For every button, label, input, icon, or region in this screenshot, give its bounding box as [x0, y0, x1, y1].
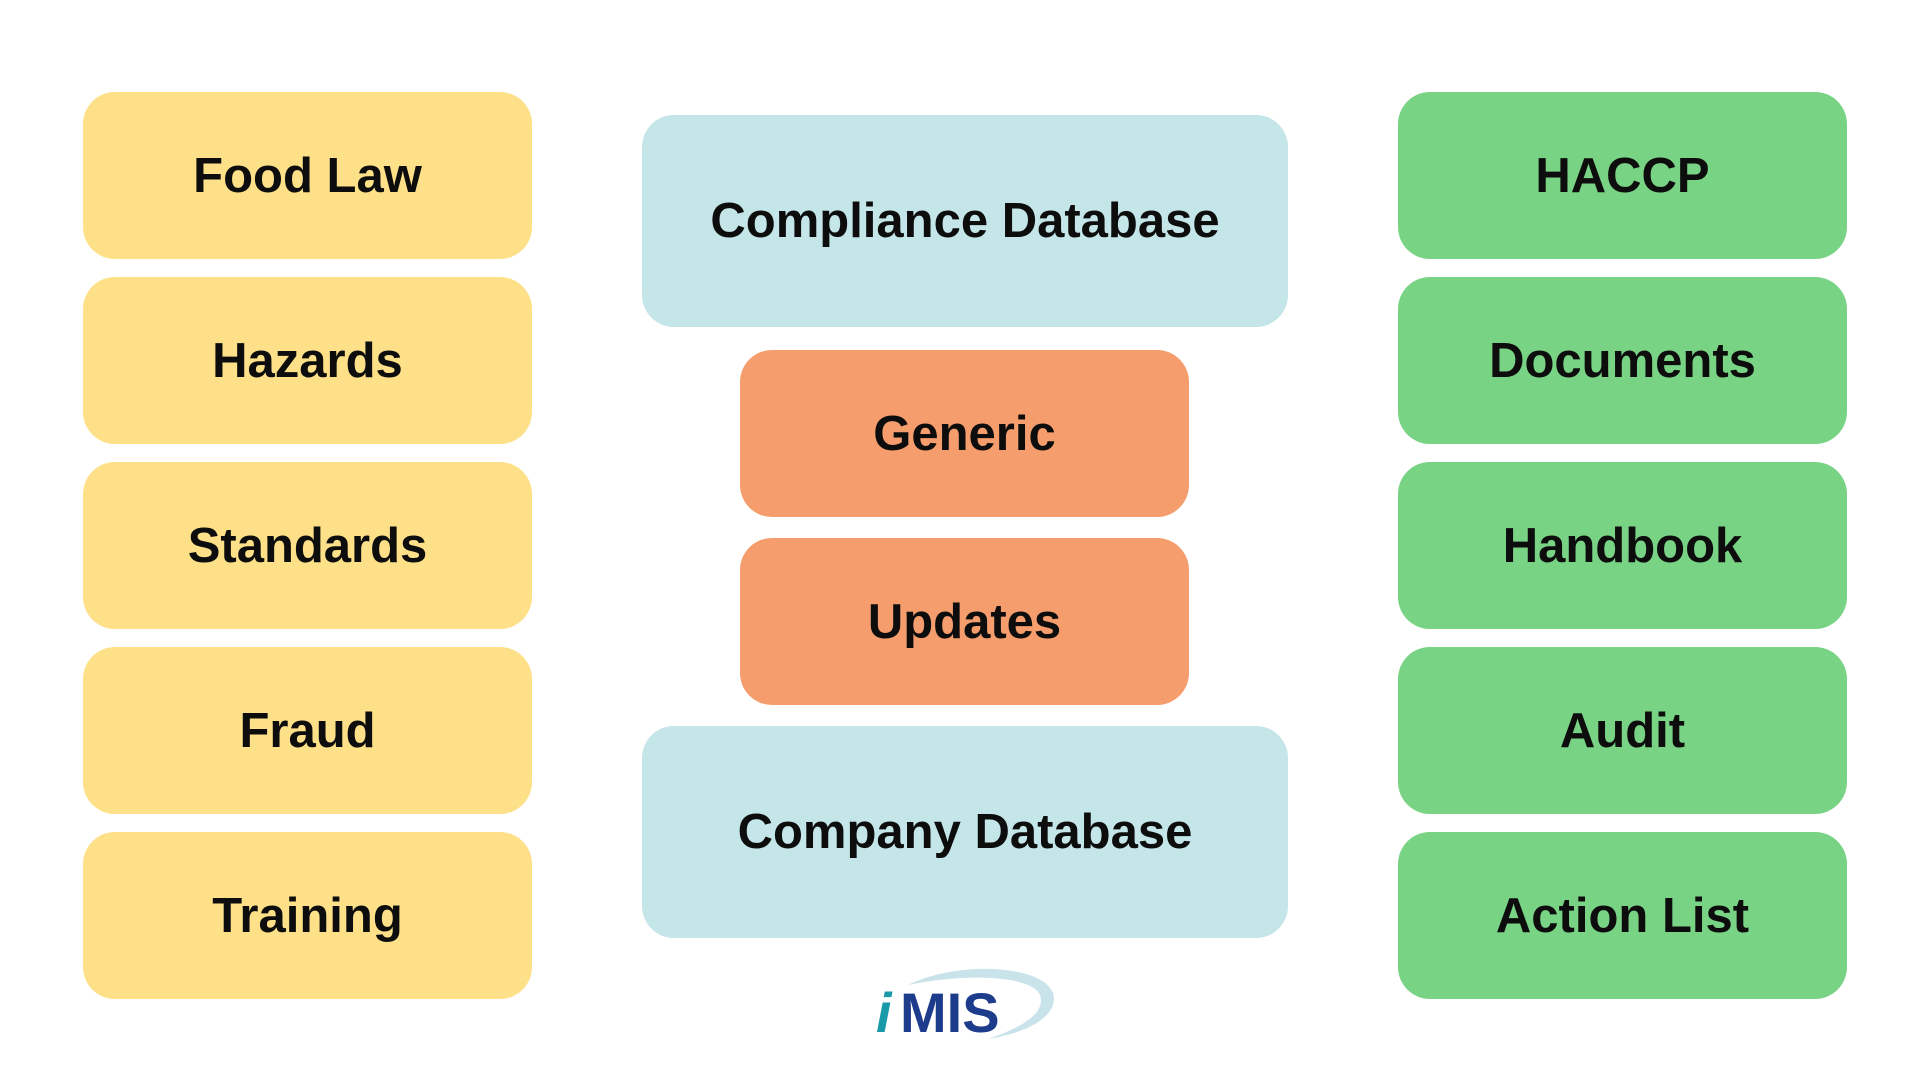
updates-label: Updates: [867, 594, 1062, 649]
company-database-box: Company Database: [642, 726, 1288, 938]
haccp-label: HACCP: [1535, 148, 1710, 203]
standards-label: Standards: [187, 518, 428, 573]
action-list-box: Action List: [1398, 832, 1847, 999]
generic-label: Generic: [873, 406, 1056, 461]
action-list-label: Action List: [1495, 888, 1750, 943]
haccp-box: HACCP: [1398, 92, 1847, 259]
documents-label: Documents: [1489, 333, 1756, 388]
compliance-database-box: Compliance Database: [642, 115, 1288, 327]
food-law-box: Food Law: [83, 92, 532, 259]
compliance-database-label: Compliance Database: [710, 194, 1220, 248]
logo-letters-mis: MIS: [900, 981, 1000, 1044]
hazards-label: Hazards: [212, 333, 403, 388]
generic-box: Generic: [740, 350, 1189, 517]
audit-box: Audit: [1398, 647, 1847, 814]
handbook-box: Handbook: [1398, 462, 1847, 629]
handbook-label: Handbook: [1502, 518, 1743, 573]
imis-logo: i MIS: [876, 968, 1054, 1044]
documents-box: Documents: [1398, 277, 1847, 444]
company-database-label: Company Database: [737, 805, 1193, 859]
standards-box: Standards: [83, 462, 532, 629]
training-label: Training: [212, 888, 403, 943]
fraud-label: Fraud: [239, 703, 376, 758]
fraud-box: Fraud: [83, 647, 532, 814]
hazards-box: Hazards: [83, 277, 532, 444]
training-box: Training: [83, 832, 532, 999]
updates-box: Updates: [740, 538, 1189, 705]
audit-label: Audit: [1559, 703, 1686, 758]
logo-letter-i: i: [876, 981, 893, 1044]
food-law-label: Food Law: [193, 148, 422, 203]
